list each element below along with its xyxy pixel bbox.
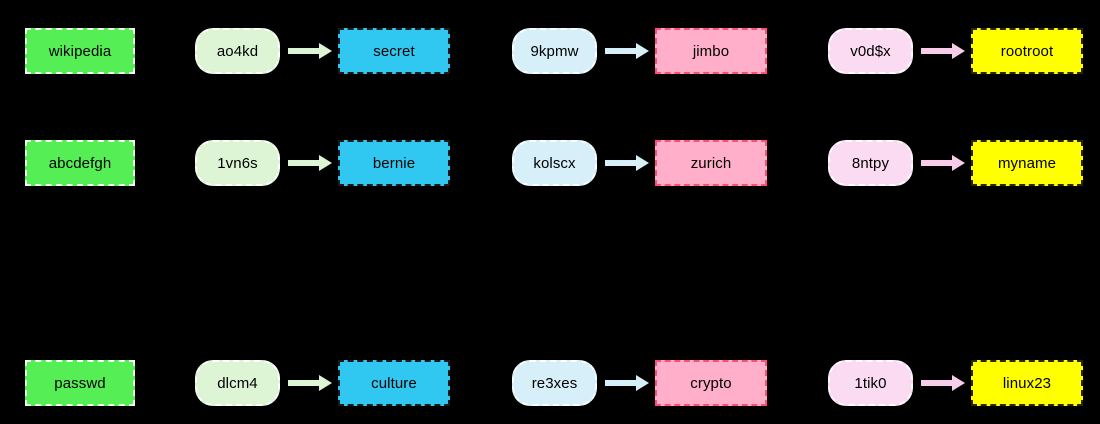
node-source-g2r0[interactable]: 9kpmw [512,28,597,74]
arrow-g2r0 [605,41,649,61]
node-source-g3r1-label: 8ntpy [851,154,890,172]
node-source-g2r0-label: 9kpmw [530,42,579,60]
arrow-g2r2 [605,373,649,393]
arrow-g1r0 [288,41,332,61]
node-target-g3r1-label: myname [997,154,1057,172]
arrow-g1r1 [288,153,332,173]
node-source-g0r0[interactable]: wikipedia [25,28,135,74]
node-target-g2r1[interactable]: zurich [655,140,767,186]
node-target-g2r2-label: crypto [690,374,732,392]
node-source-g1r0-label: ao4kd [216,42,259,60]
node-source-g1r2-label: dlcm4 [217,374,258,392]
arrow-g3r0 [921,41,965,61]
node-source-g0r2-label: passwd [54,374,106,392]
node-source-g2r1-label: kolscx [533,154,576,172]
node-target-g3r0-label: rootroot [1000,42,1054,60]
node-source-g3r0[interactable]: v0d$x [828,28,913,74]
node-target-g1r2-label: culture [371,374,417,392]
node-target-g2r1-label: zurich [690,154,732,172]
node-target-g3r2-label: linux23 [1002,374,1052,392]
node-source-g0r0-label: wikipedia [48,42,112,60]
node-source-g1r2[interactable]: dlcm4 [195,360,280,406]
node-target-g1r1-label: bernie [372,154,416,172]
node-target-g1r0[interactable]: secret [338,28,450,74]
arrow-g3r1 [921,153,965,173]
node-target-g3r2[interactable]: linux23 [971,360,1083,406]
node-source-g0r1-label: abcdefgh [48,154,112,172]
node-source-g3r1[interactable]: 8ntpy [828,140,913,186]
node-target-g3r1[interactable]: myname [971,140,1083,186]
arrow-g1r2 [288,373,332,393]
node-source-g3r0-label: v0d$x [850,42,891,60]
arrow-g3r2 [921,373,965,393]
node-target-g2r2[interactable]: crypto [655,360,767,406]
node-source-g2r2[interactable]: re3xes [512,360,597,406]
node-target-g1r0-label: secret [373,42,415,60]
node-source-g1r0[interactable]: ao4kd [195,28,280,74]
node-target-g2r0[interactable]: jimbo [655,28,767,74]
node-source-g3r2[interactable]: 1tik0 [828,360,913,406]
node-source-g1r1[interactable]: 1vn6s [195,140,280,186]
node-target-g3r0[interactable]: rootroot [971,28,1083,74]
node-target-g1r2[interactable]: culture [338,360,450,406]
arrow-g2r1 [605,153,649,173]
node-source-g0r1[interactable]: abcdefgh [25,140,135,186]
node-source-g0r2[interactable]: passwd [25,360,135,406]
node-target-g2r0-label: jimbo [692,42,730,60]
node-source-g3r2-label: 1tik0 [854,374,887,392]
node-target-g1r1[interactable]: bernie [338,140,450,186]
node-source-g1r1-label: 1vn6s [217,154,258,172]
node-source-g2r1[interactable]: kolscx [512,140,597,186]
node-source-g2r2-label: re3xes [531,374,578,392]
